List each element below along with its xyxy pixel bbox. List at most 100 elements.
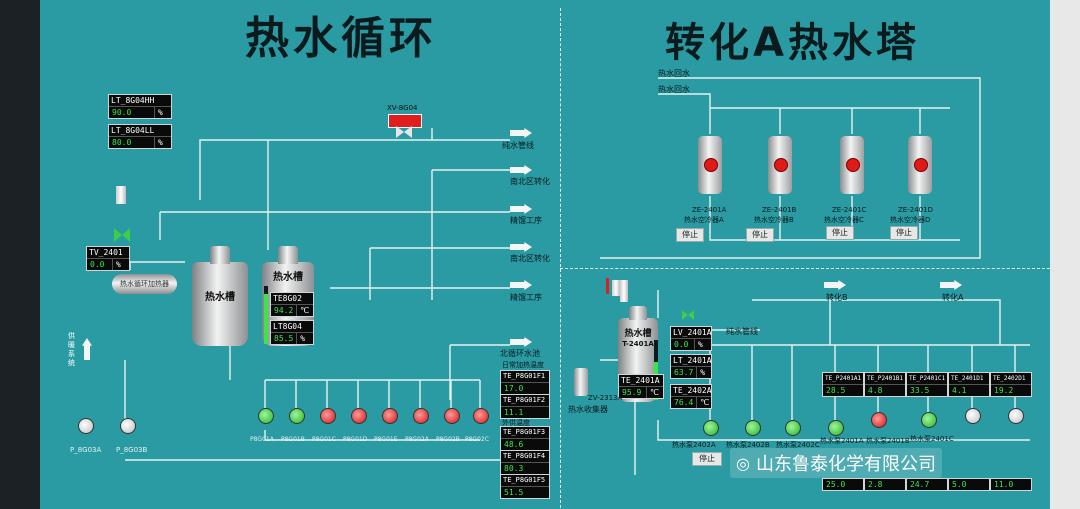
lt2401a-display: LT_2401A 63.7% <box>670 354 712 379</box>
pump-2402c-icon[interactable] <box>785 420 801 436</box>
lt-ll-unit: % <box>154 137 171 148</box>
outlet-arrow-4 <box>510 242 532 252</box>
outlet-label-3: 精馏工序 <box>510 216 542 225</box>
pump-p8g01d-icon[interactable] <box>351 408 367 424</box>
pump-p8g01b-label: P8G01B <box>281 436 305 443</box>
pump-p8g03b-icon[interactable] <box>120 418 136 434</box>
flow-header-1: 日常加热温度 <box>502 361 544 369</box>
outlet-label-6: 北循环水池 <box>500 349 540 358</box>
lt-ll-tag: LT_8G04LL <box>109 125 171 137</box>
pump-p8g01b-icon[interactable] <box>289 408 305 424</box>
watermark: ◎ 山东鲁泰化学有限公司 <box>730 448 942 478</box>
pump-2401a-icon[interactable] <box>828 420 844 436</box>
pump-2402d-icon[interactable] <box>1008 408 1024 424</box>
bottom-value-4-text: 5.0 <box>952 480 967 489</box>
cooler-c-icon <box>840 136 864 194</box>
tank-right-neck <box>629 306 647 320</box>
pump-tag-1-value: 28.5 <box>826 386 846 395</box>
flow-tag-2-value: 11.1 <box>504 408 524 417</box>
outlet-arrow-1 <box>510 128 532 138</box>
pump-tag-5: TE_2402D1 19.2 <box>990 372 1032 397</box>
lv2401a-display: LV_2401A 0.0% <box>670 326 712 351</box>
heater-exchanger: 热水循环加热器 <box>112 274 177 294</box>
pump-tag-3-value: 33.5 <box>910 386 930 395</box>
pump-p8g02c-icon[interactable] <box>473 408 489 424</box>
pump-2401d-icon[interactable] <box>965 408 981 424</box>
monitor-bezel-right <box>1050 0 1080 509</box>
bottom-value-4: 5.0 <box>948 478 990 491</box>
valve-xv8g04-actuator[interactable] <box>388 114 422 128</box>
outlet-label-4: 南北区转化 <box>510 254 550 263</box>
hot-water-tank-1: 热水槽 <box>192 246 248 346</box>
flow-tag-4: TE_P8G01F4 80.3 <box>500 450 550 475</box>
cooler-b-icon <box>768 136 792 194</box>
pump-2402a-icon[interactable] <box>703 420 719 436</box>
lt-ll-value: 80.0 <box>112 138 132 147</box>
supply-label: 供暖系统 <box>68 332 75 367</box>
pump-tag-1: TE_P2401A1 28.5 <box>822 372 864 397</box>
pump-stop-button[interactable]: 停止 <box>692 452 722 466</box>
bottom-value-5-text: 11.0 <box>994 480 1014 489</box>
pump-p8g01d-label: P8G01D <box>343 436 368 443</box>
collector-name: 热水收集器 <box>568 405 608 414</box>
pipe-network <box>124 77 1030 475</box>
cooler-a-status-icon <box>704 158 718 172</box>
pump-tag-3-name: TE_P2401C1 <box>907 373 947 385</box>
lt8g04-display: LT8G04 85.5% <box>270 320 314 345</box>
cooler-d-icon <box>908 136 932 194</box>
lt-hh-value: 90.0 <box>112 108 132 117</box>
cooler-a-icon <box>698 136 722 194</box>
flow-tag-1-value: 17.0 <box>504 384 524 393</box>
pump-p8g01a-label: P8G01A <box>250 436 274 443</box>
pump-tag-4: TE_2401D1 4.1 <box>948 372 990 397</box>
bottom-value-2-text: 2.8 <box>868 480 883 489</box>
transform-b-arrow <box>824 280 846 290</box>
section-divider-horizontal <box>560 268 1050 269</box>
lt2401a-tag: LT_2401A <box>671 356 712 367</box>
flow-header-2: 外供温度 <box>502 419 530 427</box>
pump-2401c-icon[interactable] <box>921 412 937 428</box>
pump-p8g01e-label: P8G01E <box>374 436 398 443</box>
pump-2401b-icon[interactable] <box>871 412 887 428</box>
outlet-arrow-3 <box>510 204 532 214</box>
pump-p8g02a-label: P8G02A <box>405 436 429 443</box>
return-water-label-2: 热水回水 <box>658 85 690 94</box>
pump-2401a-label: 热水泵2401A <box>820 437 864 445</box>
te8g02-display: TE8G02 94.2℃ <box>270 292 314 317</box>
tank-2-name: 热水槽 <box>273 272 303 283</box>
pump-p8g01c-icon[interactable] <box>320 408 336 424</box>
cooler-a-id: ZE-2401A <box>692 206 727 214</box>
pump-p8g02c-label: P8G02C <box>465 436 489 443</box>
flow-tag-2-name: TE_P8G01F2 <box>501 395 549 407</box>
pure-water-valve[interactable] <box>682 310 694 320</box>
pump-p8g01e-icon[interactable] <box>382 408 398 424</box>
valve-xv8g04-body[interactable] <box>396 126 412 138</box>
pump-2402b-icon[interactable] <box>745 420 761 436</box>
cooler-a-stop-button[interactable]: 停止 <box>676 228 704 242</box>
tank-right-name: 热水槽 <box>624 329 652 339</box>
title-conversion-a-tower: 转化A热水塔 <box>665 20 920 66</box>
pump-tag-5-value: 19.2 <box>994 386 1014 395</box>
cooler-c-name: 热水空冷器C <box>824 216 864 224</box>
pump-p8g03a-icon[interactable] <box>78 418 94 434</box>
pump-p8g02b-icon[interactable] <box>444 408 460 424</box>
bottom-value-5: 11.0 <box>990 478 1032 491</box>
lt8g04-unit: % <box>296 333 313 344</box>
te2402a-display: TE_2402A 76.4℃ <box>670 384 712 409</box>
pump-p8g02a-icon[interactable] <box>413 408 429 424</box>
tv2401-value: 0.0 <box>90 260 105 269</box>
cooler-b-stop-button[interactable]: 停止 <box>746 228 774 242</box>
pump-tag-4-name: TE_2401D1 <box>949 373 989 385</box>
lt-hh-unit: % <box>154 107 171 118</box>
lv2401a-tag: LV_2401A <box>671 328 712 339</box>
tv2401-valve[interactable] <box>114 228 130 242</box>
title-hot-water-circulation: 热水循环 <box>245 13 437 64</box>
lt2401a-unit: % <box>696 367 713 378</box>
cooler-d-stop-button[interactable]: 停止 <box>890 226 918 240</box>
tank-1-name: 热水槽 <box>205 292 235 303</box>
section-divider-vertical <box>560 8 561 508</box>
pump-tag-5-name: TE_2402D1 <box>991 373 1031 385</box>
te2401a-unit: ℃ <box>646 387 663 398</box>
pump-p8g01a-icon[interactable] <box>258 408 274 424</box>
cooler-c-stop-button[interactable]: 停止 <box>826 226 854 240</box>
